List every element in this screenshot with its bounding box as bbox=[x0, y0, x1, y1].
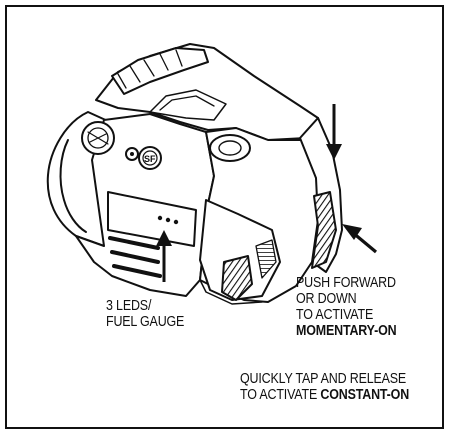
push-label-line1: PUSH FORWARD bbox=[296, 275, 396, 291]
led-3 bbox=[173, 219, 179, 225]
sf-logo-icon: SF bbox=[138, 146, 162, 170]
push-down-arrow-icon bbox=[326, 104, 342, 160]
rail-clamp bbox=[111, 47, 209, 95]
knurled-grip-right bbox=[311, 191, 337, 269]
push-label-line2: OR DOWN bbox=[296, 291, 357, 307]
guard-clamp bbox=[199, 199, 281, 301]
leds-label-line2: FUEL GAUGE bbox=[106, 314, 185, 330]
svg-text:SF: SF bbox=[144, 154, 156, 164]
led-1 bbox=[157, 215, 163, 221]
led-window bbox=[107, 191, 197, 247]
tap-label: QUICKLY TAP AND RELEASE TO ACTIVATE CONS… bbox=[240, 371, 409, 403]
push-forward-arrow-icon bbox=[342, 224, 378, 254]
fuel-gauge-arrow-icon bbox=[156, 230, 172, 282]
tap-label-line2-prefix: TO ACTIVATE bbox=[240, 387, 321, 403]
push-label: PUSH FORWARD OR DOWN TO ACTIVATE MOMENTA… bbox=[296, 275, 397, 339]
tap-label-line1: QUICKLY TAP AND RELEASE bbox=[240, 371, 407, 387]
push-label-line3: TO ACTIVATE bbox=[296, 307, 374, 323]
knurled-grip-left bbox=[221, 255, 253, 301]
led-2 bbox=[165, 217, 171, 223]
tap-label-line2-bold: CONSTANT-ON bbox=[320, 387, 410, 403]
leds-label-line1: 3 LEDS/ bbox=[106, 298, 152, 314]
bezel-rim bbox=[59, 139, 87, 233]
leds-label: 3 LEDS/ FUEL GAUGE bbox=[106, 298, 184, 330]
push-label-line4: MOMENTARY-ON bbox=[296, 323, 397, 339]
top-window bbox=[209, 134, 251, 162]
